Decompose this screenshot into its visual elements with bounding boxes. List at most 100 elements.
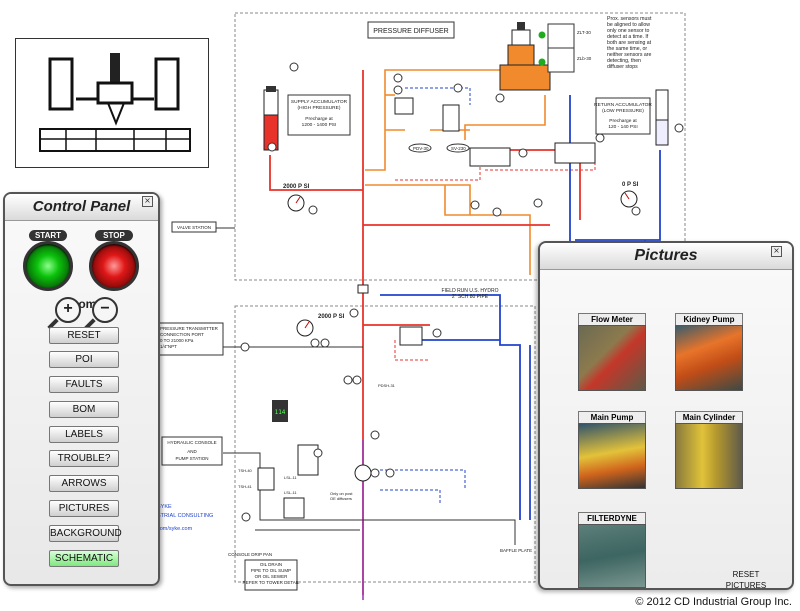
blue-return-lines bbox=[380, 95, 661, 520]
svg-text:OIL DRAIN: OIL DRAIN bbox=[260, 562, 282, 567]
gauge-zero-label: 0 P SI bbox=[622, 182, 639, 188]
pressure-diffuser-box bbox=[367, 21, 455, 39]
svg-text:0 TO 21000 KPa: 0 TO 21000 KPa bbox=[160, 338, 194, 343]
filterdyne-thumbnail[interactable] bbox=[578, 524, 646, 588]
stop-button[interactable] bbox=[89, 241, 139, 291]
prox-note: Prox. sensors must be aligned to allow o… bbox=[607, 16, 652, 70]
gauge-top-2000 bbox=[287, 194, 305, 212]
temp-display bbox=[272, 400, 288, 422]
pressure-transmitter-box bbox=[157, 322, 224, 356]
supply-accumulator-label: SUPPLY ACCUMULATOR (HIGH PRESSURE) Prech… bbox=[291, 99, 348, 128]
schematic-button[interactable]: SCHEMATIC bbox=[49, 550, 119, 567]
oil-drain-box bbox=[244, 559, 298, 591]
main-pump-symbol bbox=[354, 464, 372, 482]
pressure-diffuser-label: PRESSURE DIFFUSER bbox=[373, 28, 448, 35]
stop-label: STOP bbox=[95, 230, 133, 241]
main-cylinder-thumbnail[interactable] bbox=[675, 423, 743, 489]
trouble-button[interactable]: TROUBLE? bbox=[49, 450, 119, 467]
svg-text:detect at a time. If: detect at a time. If bbox=[607, 34, 649, 40]
reset-button[interactable]: RESET bbox=[49, 327, 119, 344]
close-icon[interactable]: × bbox=[142, 196, 153, 207]
filter-block bbox=[283, 497, 305, 519]
gauge-bottom-2000 bbox=[296, 319, 314, 337]
svg-text:2" SCH 80 PIPE: 2" SCH 80 PIPE bbox=[452, 294, 489, 300]
background-button[interactable]: BACKGROUND bbox=[49, 525, 122, 542]
valves bbox=[394, 97, 596, 346]
svg-text:the same time, or: the same time, or bbox=[607, 46, 647, 52]
diffuser-machine-diagram bbox=[15, 38, 209, 168]
copyright-footer: © 2012 CD Industrial Group Inc. bbox=[635, 596, 792, 608]
svg-text:HYDRAULIC CONSOLE: HYDRAULIC CONSOLE bbox=[167, 440, 216, 445]
svg-text:Precharge at: Precharge at bbox=[305, 116, 333, 122]
pdv-label: PDV-30 bbox=[413, 146, 429, 151]
gauge-top-label: 2000 P SI bbox=[283, 184, 310, 190]
svg-text:both are sensing at: both are sensing at bbox=[607, 40, 652, 46]
arrows-button[interactable]: ARROWS bbox=[49, 475, 119, 492]
svg-text:STRIAL CONSULTING: STRIAL CONSULTING bbox=[157, 513, 213, 519]
poi-button[interactable]: POI bbox=[49, 351, 119, 368]
return-accumulator-label: RETURN ACCUMULATOR (LOW PRESSURE) Precha… bbox=[594, 102, 652, 130]
hydraulic-console-box bbox=[161, 436, 223, 466]
pictures-button[interactable]: PICTURES bbox=[49, 500, 119, 517]
return-accumulator bbox=[655, 89, 669, 146]
only-on-post-label: Only on post OE diffusers bbox=[330, 491, 353, 501]
pdv-bubble bbox=[408, 143, 432, 153]
svg-text:PIPE TO OIL SUMP: PIPE TO OIL SUMP bbox=[251, 568, 291, 573]
reset-pictures-line-2: PICTURES bbox=[725, 581, 767, 590]
diffuser-cylinder bbox=[499, 22, 551, 91]
reset-pictures-line-1: RESET bbox=[732, 570, 760, 579]
svg-text:(HIGH PRESSURE): (HIGH PRESSURE) bbox=[298, 105, 341, 111]
svg-text:SYKE: SYKE bbox=[157, 504, 172, 510]
svg-text:CONNECTION PORT: CONNECTION PORT bbox=[160, 332, 204, 337]
svg-text:be aligned to allow: be aligned to allow bbox=[607, 22, 650, 28]
kidney-pump-thumbnail[interactable] bbox=[675, 325, 743, 391]
sv-bubble bbox=[446, 143, 470, 153]
gauge-bottom-label: 2000 P SI bbox=[318, 314, 345, 320]
labels-button[interactable]: LABELS bbox=[49, 426, 119, 443]
bom-button[interactable]: BOM bbox=[49, 401, 119, 418]
svg-text:OR OIL SEWER: OR OIL SEWER bbox=[255, 574, 289, 579]
flow-meter-thumbnail[interactable] bbox=[578, 325, 646, 391]
valve-station-enclosure bbox=[234, 12, 686, 281]
control-panel-title: Control Panel bbox=[5, 194, 158, 221]
temp-readout: 114 bbox=[275, 409, 286, 416]
supply-accumulator-label-box bbox=[287, 94, 351, 136]
svg-text:Only on post: Only on post bbox=[330, 491, 353, 496]
svg-text:PUMP STATION: PUMP STATION bbox=[175, 456, 208, 461]
svg-text:120 - 140 PSI: 120 - 140 PSI bbox=[608, 124, 637, 130]
pictures-panel-title: Pictures bbox=[540, 243, 792, 270]
svg-text:PRESSURE TRANSMITTER: PRESSURE TRANSMITTER bbox=[160, 326, 219, 331]
pictures-panel: Pictures × Flow Meter Kidney Pump Main P… bbox=[538, 241, 794, 590]
zlb-switch bbox=[547, 47, 575, 73]
supply-accumulator bbox=[263, 86, 279, 151]
svg-text:only one sensor to: only one sensor to bbox=[607, 28, 650, 34]
svg-text:1/4"NPT: 1/4"NPT bbox=[160, 344, 177, 349]
svg-text:Prox. sensors must: Prox. sensors must bbox=[607, 16, 652, 22]
start-button[interactable] bbox=[23, 241, 73, 291]
svg-text:RETURN ACCUMULATOR: RETURN ACCUMULATOR bbox=[594, 102, 652, 108]
valve-station-label: VALVE STATION bbox=[177, 225, 211, 230]
svg-text:Precharge at: Precharge at bbox=[609, 118, 637, 124]
black-lines bbox=[215, 227, 516, 545]
pump-station-enclosure bbox=[234, 305, 536, 583]
svg-text:neither sensors are: neither sensors are bbox=[607, 52, 652, 58]
reset-pictures-button[interactable]: RESET PICTURES bbox=[716, 569, 776, 590]
svg-text:com/syke.com: com/syke.com bbox=[157, 526, 193, 532]
pressure-transmitter-label: PRESSURE TRANSMITTER CONNECTION PORT 0 T… bbox=[160, 326, 219, 349]
valve-station-box bbox=[171, 221, 217, 233]
zoom-in-button[interactable]: + bbox=[55, 297, 81, 323]
blue-pilot-lines bbox=[380, 87, 471, 505]
sv-label: SV-230 bbox=[451, 146, 466, 151]
gauge-zero bbox=[620, 190, 638, 208]
field-run-label: FIELD RUN U.S. HYDRO 2" SCH 80 PIPE bbox=[442, 288, 499, 300]
svg-text:1200 - 1400 PSI: 1200 - 1400 PSI bbox=[302, 122, 337, 128]
zoom-out-button[interactable]: − bbox=[92, 297, 118, 323]
return-accumulator-label-box bbox=[595, 97, 651, 135]
faults-button[interactable]: FAULTS bbox=[49, 376, 119, 393]
main-pump-thumbnail[interactable] bbox=[578, 423, 646, 489]
zlt-label: ZLT-30 bbox=[577, 30, 591, 35]
lsl1-label: LSL-11 bbox=[284, 475, 297, 480]
pictures-close-icon[interactable]: × bbox=[771, 246, 782, 257]
svg-text:diffuser stops: diffuser stops bbox=[607, 64, 638, 70]
